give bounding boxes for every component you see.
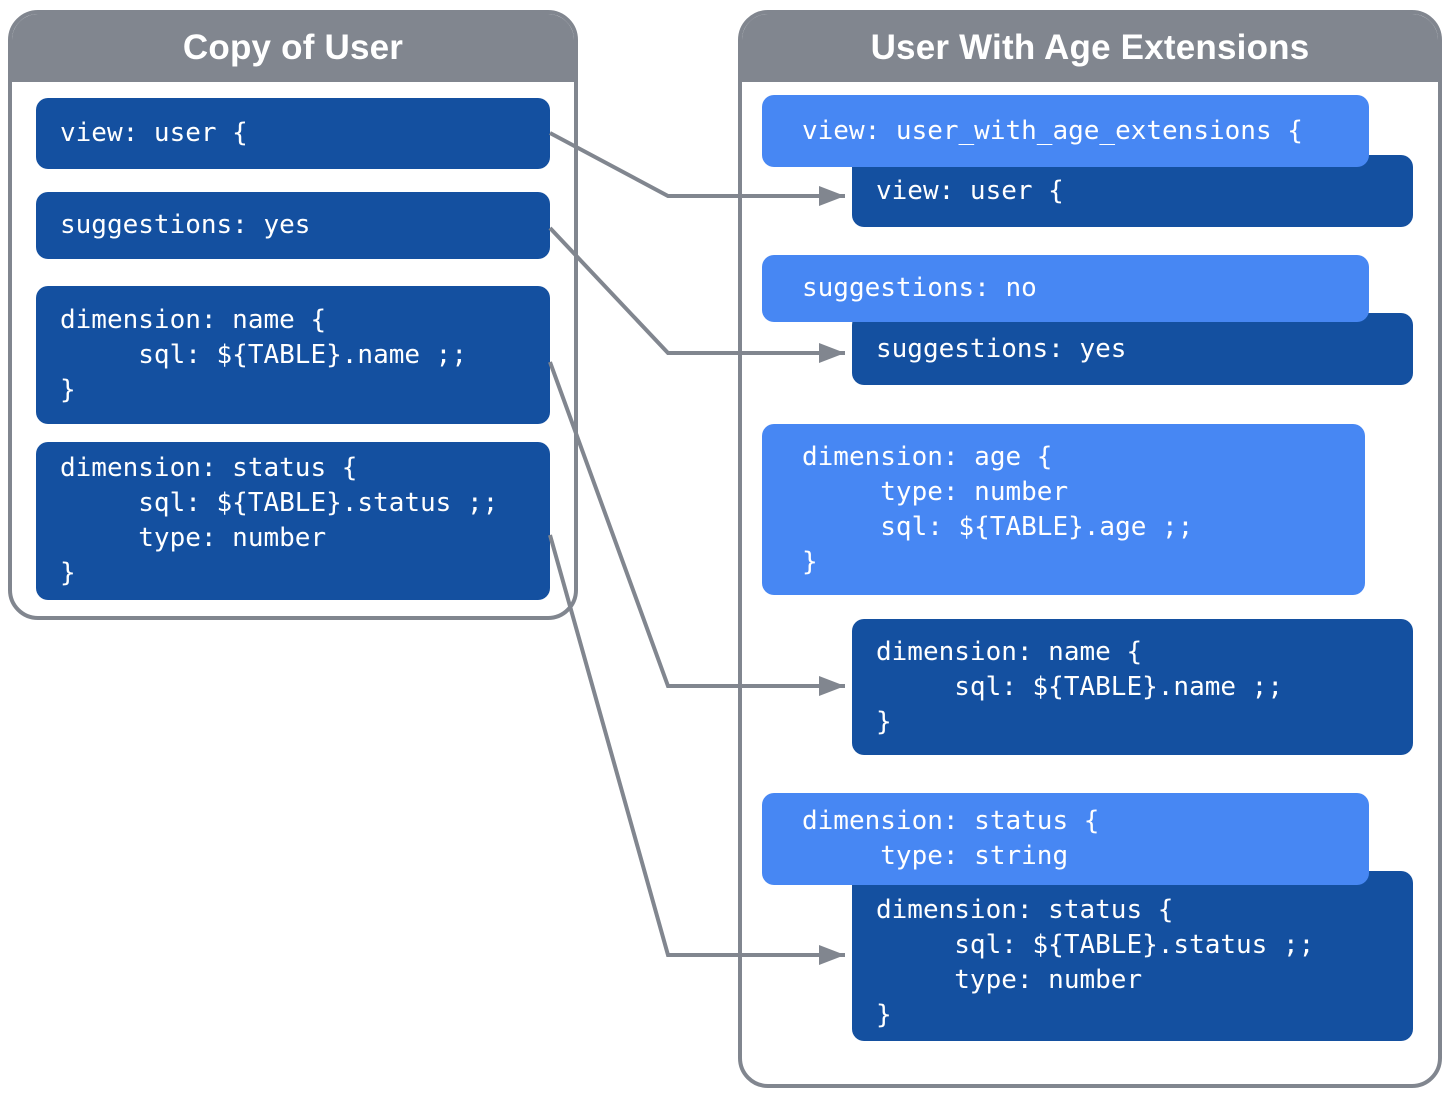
code-box-right-inherited-view-user: view: user { <box>852 155 1413 227</box>
code-box-right-view-user-with-age-extensions: view: user_with_age_extensions { <box>762 95 1369 167</box>
code-box-right-inherited-suggestions-yes: suggestions: yes <box>852 313 1413 385</box>
code-line: } <box>876 706 892 737</box>
code-box-left-view-user: view: user { <box>36 98 550 169</box>
code-box-right-inherited-dimension-name: dimension: name { sql: ${TABLE}.name ;; … <box>852 619 1413 755</box>
code-line: sql: ${TABLE}.name ;; <box>60 339 467 370</box>
panel-copy-of-user-header: Copy of User <box>12 14 574 82</box>
code-line: sql: ${TABLE}.name ;; <box>876 671 1283 702</box>
code-line: } <box>802 546 818 577</box>
code-line: type: number <box>876 965 1143 995</box>
panel-copy-of-user-title: Copy of User <box>182 28 404 67</box>
code-box-right-dimension-status-override: dimension: status { type: string <box>762 793 1369 885</box>
code-line: } <box>876 1000 892 1030</box>
code-line: } <box>60 374 76 405</box>
code-line: type: number <box>60 523 327 553</box>
code-box-left-dimension-name: dimension: name { sql: ${TABLE}.name ;; … <box>36 286 550 424</box>
code-line: type: number <box>802 476 1069 507</box>
panel-user-with-age-extensions-header: User With Age Extensions <box>742 14 1438 82</box>
code-line: suggestions: no <box>802 273 1037 303</box>
code-line: sql: ${TABLE}.age ;; <box>802 511 1194 542</box>
code-line: } <box>60 558 76 588</box>
code-box-left-dimension-status: dimension: status { sql: ${TABLE}.status… <box>36 442 550 600</box>
panel-user-with-age-extensions-title: User With Age Extensions <box>870 28 1310 67</box>
code-box-right-inherited-dimension-status: dimension: status { sql: ${TABLE}.status… <box>852 871 1413 1041</box>
code-line: suggestions: yes <box>876 333 1127 364</box>
code-line: dimension: age { <box>802 441 1053 472</box>
code-line: view: user { <box>876 175 1064 206</box>
code-line: dimension: status { <box>60 453 358 483</box>
code-box-left-suggestions-yes: suggestions: yes <box>36 192 550 259</box>
code-line: dimension: name { <box>60 304 327 335</box>
code-line: view: user_with_age_extensions { <box>802 115 1303 146</box>
code-line: sql: ${TABLE}.status ;; <box>60 488 499 518</box>
code-line: sql: ${TABLE}.status ;; <box>876 930 1315 960</box>
code-line: dimension: status { <box>876 895 1174 925</box>
code-line: dimension: status { <box>802 806 1100 836</box>
code-line: type: string <box>802 841 1069 871</box>
code-box-right-dimension-age: dimension: age { type: number sql: ${TAB… <box>762 424 1365 595</box>
code-line: view: user { <box>60 118 248 148</box>
code-box-right-suggestions-no: suggestions: no <box>762 255 1369 322</box>
code-line: suggestions: yes <box>60 210 311 240</box>
code-line: dimension: name { <box>876 636 1143 667</box>
